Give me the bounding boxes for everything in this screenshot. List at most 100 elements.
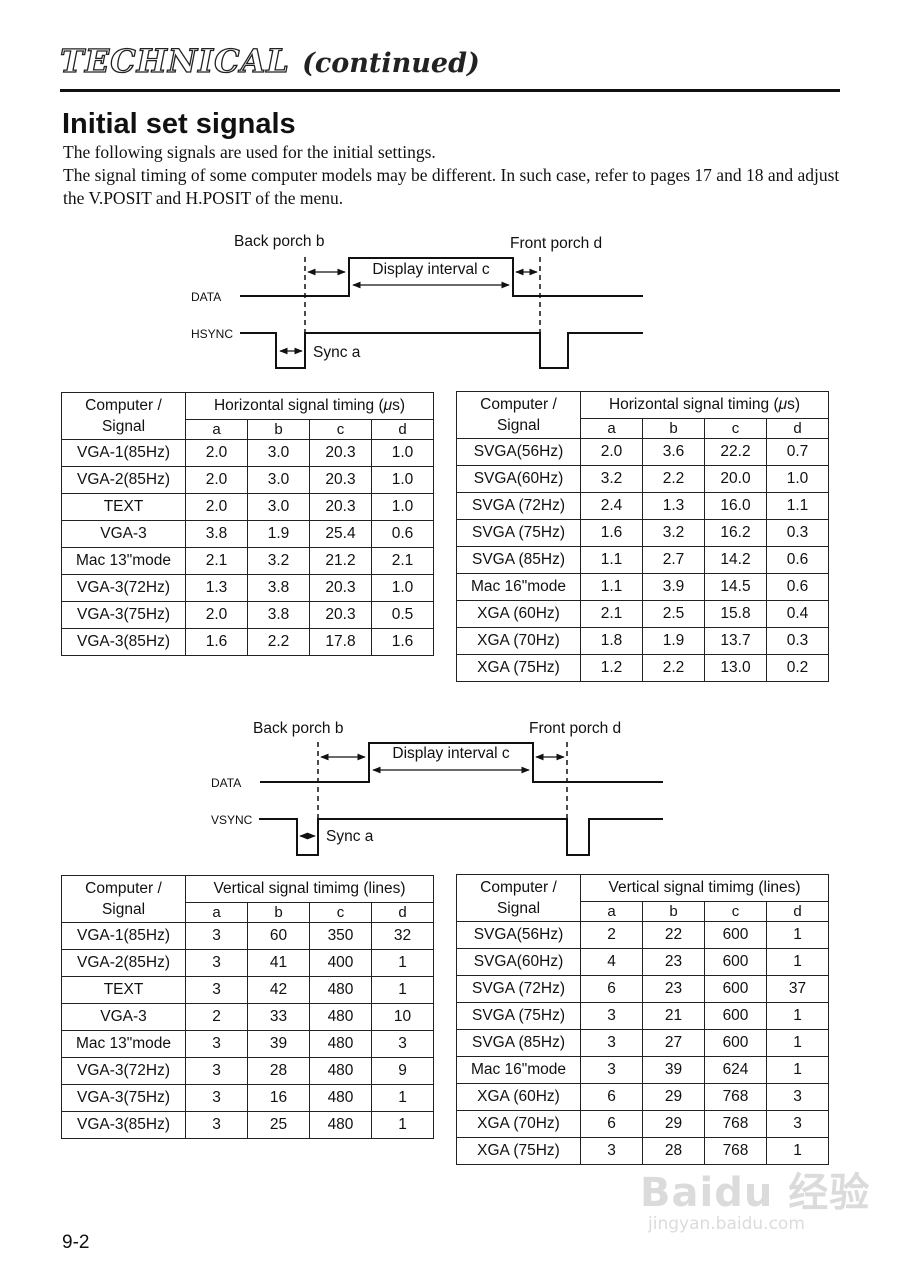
value-a-cell: 3 bbox=[185, 1057, 248, 1085]
corner-header: Computer / Signal bbox=[456, 391, 581, 439]
value-a-cell: 3 bbox=[580, 1002, 643, 1030]
value-c-cell: 20.3 bbox=[309, 574, 372, 602]
col-header-a: a bbox=[185, 419, 248, 440]
col-header-d: d bbox=[765, 901, 830, 922]
corner-header-line2: Signal bbox=[496, 900, 541, 917]
value-d-cell: 1 bbox=[765, 1137, 830, 1165]
value-a-cell: 1.6 bbox=[185, 628, 248, 656]
corner-header-line1: Computer / bbox=[85, 397, 162, 414]
value-a-cell: 2.1 bbox=[185, 547, 248, 575]
h-back-porch-label: Back porch b bbox=[234, 233, 324, 250]
value-b-cell: 1.9 bbox=[642, 627, 705, 655]
value-a-cell: 2.0 bbox=[580, 438, 643, 466]
value-d-cell: 0.3 bbox=[765, 627, 830, 655]
signal-name-cell: VGA-2(85Hz) bbox=[61, 466, 186, 494]
signal-name-cell: VGA-3(72Hz) bbox=[61, 1057, 186, 1085]
signal-name-cell: VGA-3(85Hz) bbox=[61, 628, 186, 656]
header-title-text: TECHNICAL bbox=[59, 41, 290, 80]
corner-header: Computer / Signal bbox=[456, 874, 581, 922]
signal-name-cell: VGA-3 bbox=[61, 520, 186, 548]
value-d-cell: 3 bbox=[370, 1030, 435, 1058]
value-a-cell: 3 bbox=[580, 1137, 643, 1165]
signal-name-cell: XGA (75Hz) bbox=[456, 654, 581, 682]
h-sync-label: Sync a bbox=[313, 344, 361, 361]
col-header-c: c bbox=[704, 901, 767, 922]
value-a-cell: 4 bbox=[580, 948, 643, 976]
group-header-unit: μ bbox=[778, 396, 788, 413]
header-subtitle-text: (continued) bbox=[302, 48, 480, 79]
col-header-d: d bbox=[765, 418, 830, 439]
value-a-cell: 1.1 bbox=[580, 573, 643, 601]
value-b-cell: 23 bbox=[642, 975, 705, 1003]
value-b-cell: 28 bbox=[247, 1057, 310, 1085]
value-b-cell: 1.3 bbox=[642, 492, 705, 520]
v-display-interval-label: Display interval c bbox=[392, 745, 509, 762]
value-c-cell: 600 bbox=[704, 948, 767, 976]
h-display-interval-label: Display interval c bbox=[372, 261, 489, 278]
v-sync-label: Sync a bbox=[326, 828, 374, 845]
value-c-cell: 600 bbox=[704, 921, 767, 949]
signal-name-cell: TEXT bbox=[61, 493, 186, 521]
value-b-cell: 2.5 bbox=[642, 600, 705, 628]
value-d-cell: 0.4 bbox=[765, 600, 830, 628]
signal-name-cell: VGA-3 bbox=[61, 1003, 186, 1031]
value-c-cell: 350 bbox=[309, 922, 372, 950]
group-header-unit: μ bbox=[383, 397, 393, 414]
value-a-cell: 3 bbox=[185, 1084, 248, 1112]
value-a-cell: 1.2 bbox=[580, 654, 643, 682]
value-b-cell: 3.8 bbox=[247, 574, 310, 602]
vertical-timing-diagram: Back porch b Front porch d DATA Display … bbox=[211, 720, 663, 856]
value-d-cell: 1.0 bbox=[370, 466, 435, 494]
value-a-cell: 3.8 bbox=[185, 520, 248, 548]
value-b-cell: 3.0 bbox=[247, 493, 310, 521]
col-header-a: a bbox=[580, 901, 643, 922]
value-a-cell: 6 bbox=[580, 1110, 643, 1138]
group-header-text: Horizontal signal timing ( bbox=[213, 397, 384, 414]
value-c-cell: 20.3 bbox=[309, 493, 372, 521]
value-b-cell: 29 bbox=[642, 1083, 705, 1111]
value-d-cell: 1 bbox=[765, 948, 830, 976]
value-b-cell: 39 bbox=[247, 1030, 310, 1058]
value-b-cell: 2.7 bbox=[642, 546, 705, 574]
value-a-cell: 2.1 bbox=[580, 600, 643, 628]
signal-name-cell: Mac 16"mode bbox=[456, 1056, 581, 1084]
page-number: 9-2 bbox=[62, 1232, 90, 1253]
value-b-cell: 3.2 bbox=[642, 519, 705, 547]
value-c-cell: 480 bbox=[309, 1030, 372, 1058]
signal-name-cell: SVGA (85Hz) bbox=[456, 546, 581, 574]
v-front-porch-label: Front porch d bbox=[529, 720, 621, 737]
intro-line-2: The signal timing of some computer model… bbox=[63, 165, 840, 208]
col-header-d: d bbox=[370, 419, 435, 440]
corner-header-line2: Signal bbox=[101, 418, 146, 435]
value-d-cell: 1.0 bbox=[370, 493, 435, 521]
col-header-c: c bbox=[704, 418, 767, 439]
signal-name-cell: XGA (60Hz) bbox=[456, 1083, 581, 1111]
value-d-cell: 1.0 bbox=[370, 439, 435, 467]
value-c-cell: 768 bbox=[704, 1083, 767, 1111]
value-c-cell: 15.8 bbox=[704, 600, 767, 628]
value-b-cell: 3.6 bbox=[642, 438, 705, 466]
value-c-cell: 21.2 bbox=[309, 547, 372, 575]
value-b-cell: 21 bbox=[642, 1002, 705, 1030]
corner-header-line2: Signal bbox=[496, 417, 541, 434]
col-header-d: d bbox=[370, 902, 435, 923]
v-back-porch-label: Back porch b bbox=[253, 720, 343, 737]
value-d-cell: 1 bbox=[765, 1029, 830, 1057]
value-a-cell: 2.4 bbox=[580, 492, 643, 520]
horizontal-timing-table-right: Computer / Signal Horizontal signal timi… bbox=[456, 391, 830, 682]
h-front-porch-label: Front porch d bbox=[510, 235, 602, 252]
value-a-cell: 3 bbox=[185, 976, 248, 1004]
value-c-cell: 480 bbox=[309, 1084, 372, 1112]
value-a-cell: 1.8 bbox=[580, 627, 643, 655]
value-d-cell: 0.2 bbox=[765, 654, 830, 682]
group-header-end: s) bbox=[392, 397, 406, 414]
value-d-cell: 37 bbox=[765, 975, 830, 1003]
